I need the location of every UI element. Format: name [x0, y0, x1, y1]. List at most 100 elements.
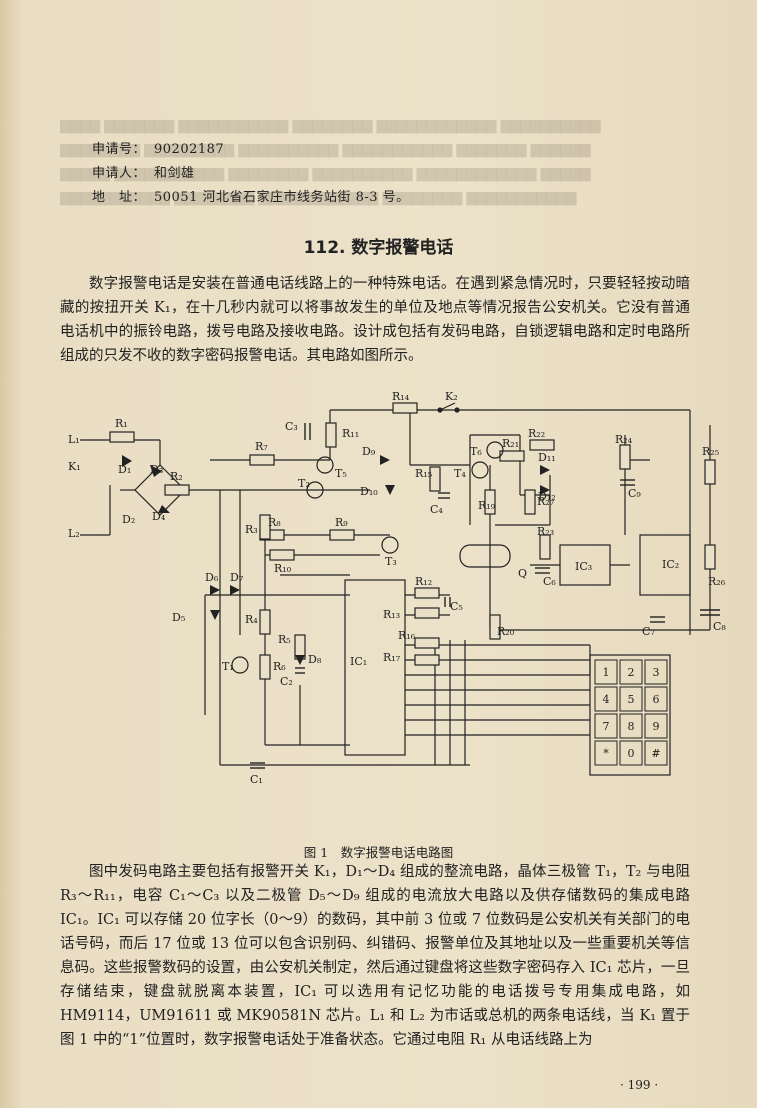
label-r16: R₁₆ — [398, 629, 416, 642]
transistor-t4 — [471, 461, 489, 479]
label-r13: R₁₃ — [383, 608, 400, 621]
transistor-t2 — [306, 481, 324, 499]
resistor-r22 — [529, 439, 555, 451]
label-r11: R₁₁ — [342, 427, 359, 440]
label-d3: D₃ — [150, 463, 163, 476]
keypad-key — [619, 713, 643, 739]
label-r26: R₂₆ — [708, 575, 726, 588]
transistor-t6 — [486, 441, 504, 459]
keypad-key — [594, 740, 618, 766]
resistor-r23 — [539, 534, 551, 560]
keypad-key-label: 7 — [603, 720, 610, 733]
label-t5: T₅ — [335, 467, 347, 480]
label-t1: T₁ — [222, 660, 234, 673]
resistor-r19 — [484, 489, 496, 515]
address-label: 地 址： — [92, 190, 147, 205]
keypad-key-label: 9 — [653, 720, 660, 733]
applicant-address: 地 址： 50051 河北省石家庄市线务站街 8-3 号。 — [92, 186, 410, 205]
label-d2: D₂ — [122, 513, 135, 526]
keypad-key — [594, 713, 618, 739]
label-q: Q — [518, 567, 527, 580]
label-r20: R₂₀ — [497, 625, 515, 638]
resistor-r25 — [704, 459, 716, 485]
application-number-value: 90202187 — [154, 142, 225, 157]
resistors — [109, 402, 716, 680]
label-r25: R₂₅ — [702, 445, 719, 458]
resistor-r9 — [329, 529, 355, 541]
resistor-r4 — [259, 609, 271, 635]
application-number-label: 申请号： — [92, 142, 147, 157]
keypad-key — [644, 713, 668, 739]
keypad-key-label: * — [603, 747, 609, 760]
transistor-t5 — [316, 456, 334, 474]
keypad-key — [644, 659, 668, 685]
diodes — [122, 455, 550, 665]
intro-paragraph: 数字报警电话是安装在普通电话线路上的一种特殊电话。在遇到紧急情况时，只要轻轻按动… — [60, 276, 690, 364]
applicant-label: 申请人： — [92, 166, 147, 181]
keypad-key — [594, 659, 618, 685]
body-paragraph: 图中发码电路主要包括有报警开关 K₁，D₁～D₄ 组成的整流电路，晶体三极管 T… — [60, 864, 690, 1048]
resistor-r14 — [392, 402, 418, 414]
label-r22: R₂₂ — [528, 427, 545, 440]
label-r24: R₂₄ — [615, 433, 633, 446]
label-c4: C₄ — [430, 503, 443, 516]
label-d9: D₉ — [362, 445, 376, 458]
keypad-key — [644, 686, 668, 712]
label-r2: R₂ — [170, 470, 183, 483]
label-t6: T₆ — [470, 445, 482, 458]
keypad-key-label: 0 — [628, 747, 635, 760]
resistor-r7 — [249, 454, 275, 466]
label-l1: L₁ — [68, 433, 80, 446]
keypad-key-label: 3 — [653, 666, 660, 679]
label-d5: D₅ — [172, 611, 185, 624]
label-k2: K₂ — [445, 390, 458, 403]
applicant-value: 和剑雄 — [154, 166, 195, 181]
label-c3: C₃ — [285, 420, 298, 433]
label-r17: R₁₇ — [383, 651, 401, 664]
label-r3: R₃ — [245, 523, 258, 536]
label-r27: R₂₇ — [537, 495, 555, 508]
keypad-key-label: 5 — [628, 693, 635, 706]
label-ic3: IC₃ — [575, 560, 592, 573]
label-d6: D₆ — [205, 571, 219, 584]
label-r19: R₁₉ — [478, 499, 496, 512]
label-r1: R₁ — [115, 417, 128, 430]
resistor-r1 — [109, 431, 135, 443]
resistor-r21 — [499, 450, 525, 462]
label-r15: R₁₅ — [415, 467, 432, 480]
bleed-through-texture: ▇▇▇▇ ▇▇▇▇▇▇▇ ▇▇▇▇▇▇▇▇▇▇▇ ▇▇▇▇▇▇▇▇ ▇▇▇▇▇▇… — [60, 119, 601, 206]
transistors — [231, 441, 504, 674]
label-r8: R₈ — [268, 516, 281, 529]
resistor-r15 — [429, 466, 441, 492]
label-c1: C₁ — [250, 773, 263, 786]
keypad-key — [644, 740, 668, 766]
label-t2: T₂ — [298, 477, 310, 490]
label-d4: D₄ — [152, 510, 166, 523]
keypad-key-label: # — [651, 747, 660, 760]
keypad-key — [619, 659, 643, 685]
address-value: 50051 河北省石家庄市线务站街 8-3 号。 — [154, 190, 410, 205]
label-r5: R₅ — [278, 633, 291, 646]
label-k1: K₁ — [68, 460, 81, 473]
page-number: · 199 · — [620, 1078, 659, 1092]
figure-caption: 图 1 数字报警电话电路图 — [303, 845, 454, 860]
article-title: 112. 数字报警电话 — [303, 238, 454, 258]
label-d7: D₇ — [230, 571, 244, 584]
application-number: 申请号： 90202187 — [92, 138, 224, 157]
label-l2: L₂ — [68, 527, 80, 540]
label-r7: R₇ — [255, 440, 268, 453]
component-labels: L₁ L₂ K₁ K₂ R₁ R₂ R₃ R₄ R₅ R₆ R₇ R₈ R₉ R… — [68, 390, 726, 786]
label-ic1: IC₁ — [350, 655, 367, 668]
resistor-r24 — [619, 444, 631, 470]
label-c7: C₇ — [642, 625, 655, 638]
label-r14: R₁₄ — [392, 390, 410, 403]
switch-k2 — [437, 402, 460, 413]
resistor-r6 — [259, 654, 271, 680]
label-c9: C₉ — [628, 487, 641, 500]
label-c5: C₅ — [450, 600, 463, 613]
label-r4: R₄ — [245, 613, 258, 626]
